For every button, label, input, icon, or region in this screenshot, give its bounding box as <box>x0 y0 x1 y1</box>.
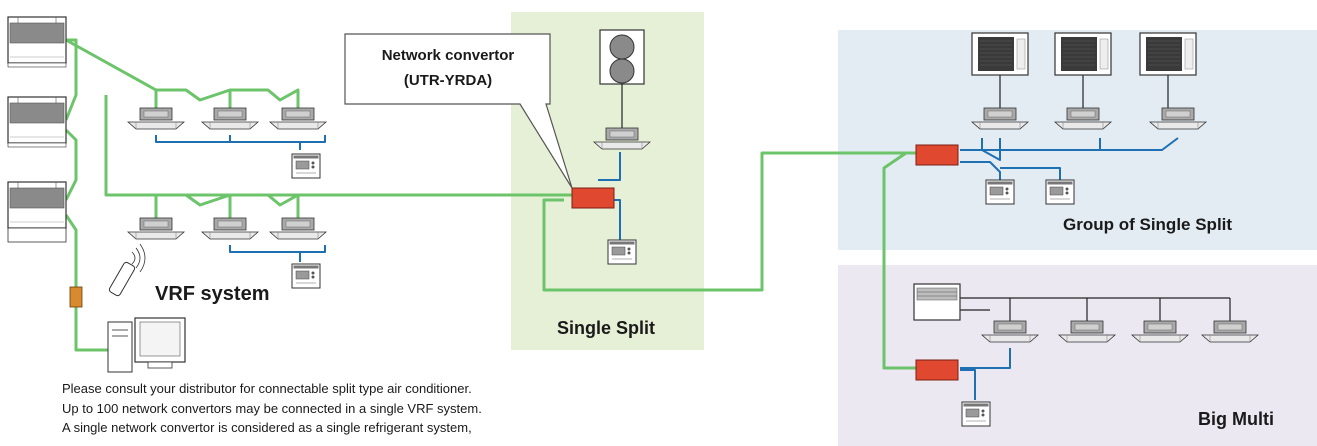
unit-wiring <box>960 75 1231 321</box>
vrf-outdoor-unit-icon <box>7 16 67 64</box>
vrf-system-label: VRF system <box>155 283 270 305</box>
callout-model: (UTR-YRDA) <box>403 72 493 89</box>
wired-remote-icon <box>291 153 321 179</box>
wireless-remote-icon <box>108 243 146 297</box>
big-multi-label: Big Multi <box>1198 409 1274 429</box>
cassette-unit-icon <box>201 217 259 240</box>
note-line: Up to 100 network convertors may be conn… <box>62 400 482 416</box>
cassette-unit-icon <box>269 217 327 240</box>
computer-icon <box>107 317 186 373</box>
network-convertor-icon <box>915 359 959 381</box>
vrf-outdoor-unit-icon <box>7 96 67 144</box>
callout-title: Network convertor <box>381 47 515 64</box>
adapter-icon <box>69 286 83 308</box>
split-outdoor-unit-icon <box>599 29 645 128</box>
multi-outdoor-unit-icon <box>913 283 961 321</box>
wired-remote-icon <box>607 239 637 265</box>
network-convertor-icon <box>571 187 615 209</box>
note-line: A single network convertor is considered… <box>62 420 472 435</box>
cassette-unit-icon <box>127 107 185 130</box>
wired-remote-icon <box>985 179 1015 205</box>
single-split-label: Single Split <box>557 318 656 338</box>
cassette-unit-icon <box>201 107 259 130</box>
callout-bubble <box>344 33 573 189</box>
cassette-unit-icon <box>127 217 185 240</box>
split-outdoor-unit-icon <box>1139 32 1197 76</box>
notes: Please consult your distributor for conn… <box>62 379 482 438</box>
cassette-unit-icon <box>269 107 327 130</box>
split-outdoor-unit-icon <box>971 32 1029 76</box>
wired-remote-icon <box>291 263 321 289</box>
group-of-single-split-label: Group of Single Split <box>1063 215 1233 234</box>
vrf-outdoor-unit-icon <box>7 181 67 229</box>
wired-remote-icon <box>961 401 991 427</box>
wired-remote-icon <box>1045 179 1075 205</box>
split-outdoor-unit-icon <box>1054 32 1112 76</box>
network-convertor-icon <box>915 144 959 166</box>
note-line: Please consult your distributor for conn… <box>62 381 472 396</box>
refrigerant-wiring <box>155 135 1179 400</box>
signal-wiring <box>64 38 916 370</box>
